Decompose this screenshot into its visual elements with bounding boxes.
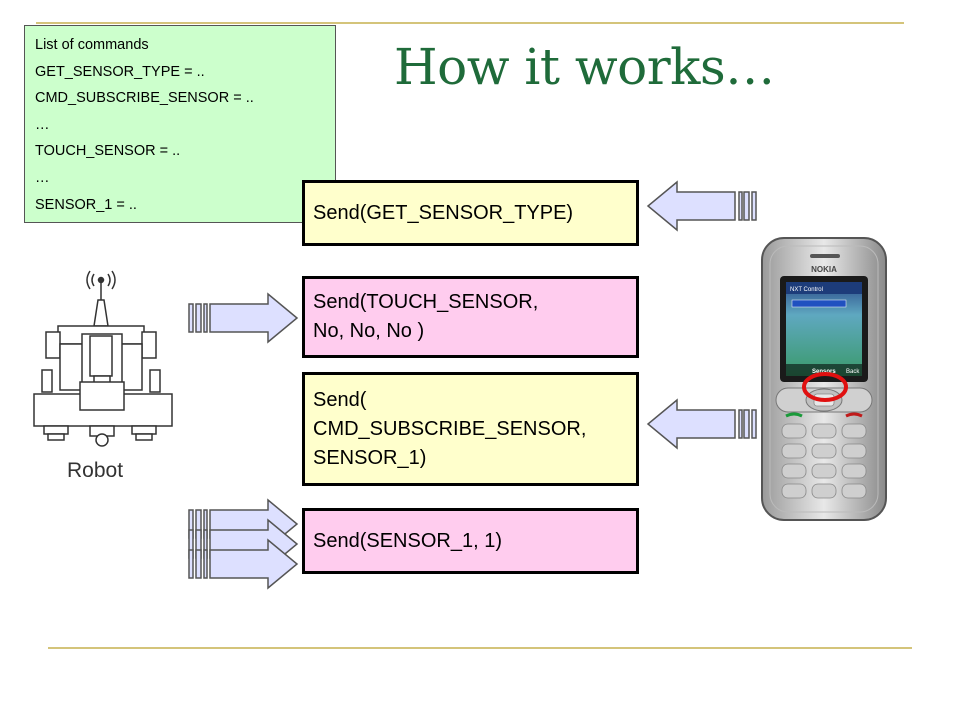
message-line: Send(GET_SENSOR_TYPE): [313, 201, 574, 224]
message-line: Send(SENSOR_1, 1): [313, 529, 502, 552]
command-item: …: [35, 116, 50, 133]
message-box-get-sensor-type: Send(GET_SENSOR_TYPE): [302, 180, 639, 246]
command-item: TOUCH_SENSOR = ..: [35, 143, 181, 160]
robot-label: Robot: [67, 459, 124, 482]
arrow-phone-to-robot-1: [646, 180, 757, 232]
command-list-box: List of commands GET_SENSOR_TYPE = .. CM…: [24, 25, 336, 223]
top-rule: [36, 22, 904, 24]
bottom-rule: [48, 647, 912, 649]
message-box-sensor-value: Send(SENSOR_1, 1): [302, 508, 639, 574]
phone-icon: [761, 237, 887, 521]
phone-softkey-back: Back: [846, 369, 860, 375]
command-item: …: [35, 169, 50, 186]
message-box-touch-sensor: Send(TOUCH_SENSOR, No, No, No ): [302, 276, 639, 358]
robot-icon: [33, 270, 173, 447]
arrow-phone-to-robot-2: [646, 398, 757, 450]
phone-screen-title: NXT Control: [790, 287, 823, 293]
message-line: CMD_SUBSCRIBE_SENSOR,: [313, 417, 587, 440]
command-item: CMD_SUBSCRIBE_SENSOR = ..: [35, 90, 254, 107]
sensors-highlight-ring: [802, 372, 848, 402]
phone-brand: NOKIA: [811, 265, 837, 274]
arrow-robot-to-phone-4: [188, 538, 299, 590]
message-line: SENSOR_1): [313, 446, 427, 469]
slide-title: How it works…: [394, 38, 775, 96]
phone-softkey-label: Sensors: [812, 369, 836, 375]
command-item: SENSOR_1 = ..: [35, 196, 137, 213]
command-list-heading: List of commands: [35, 37, 149, 53]
arrow-robot-to-phone-1: [188, 292, 299, 344]
message-line: Send(TOUCH_SENSOR,: [313, 291, 539, 313]
command-item: GET_SENSOR_TYPE = ..: [35, 63, 205, 80]
message-line: Send(: [313, 388, 367, 411]
message-box-subscribe-sensor: Send( CMD_SUBSCRIBE_SENSOR, SENSOR_1): [302, 372, 639, 486]
message-line: No, No, No ): [313, 320, 425, 342]
